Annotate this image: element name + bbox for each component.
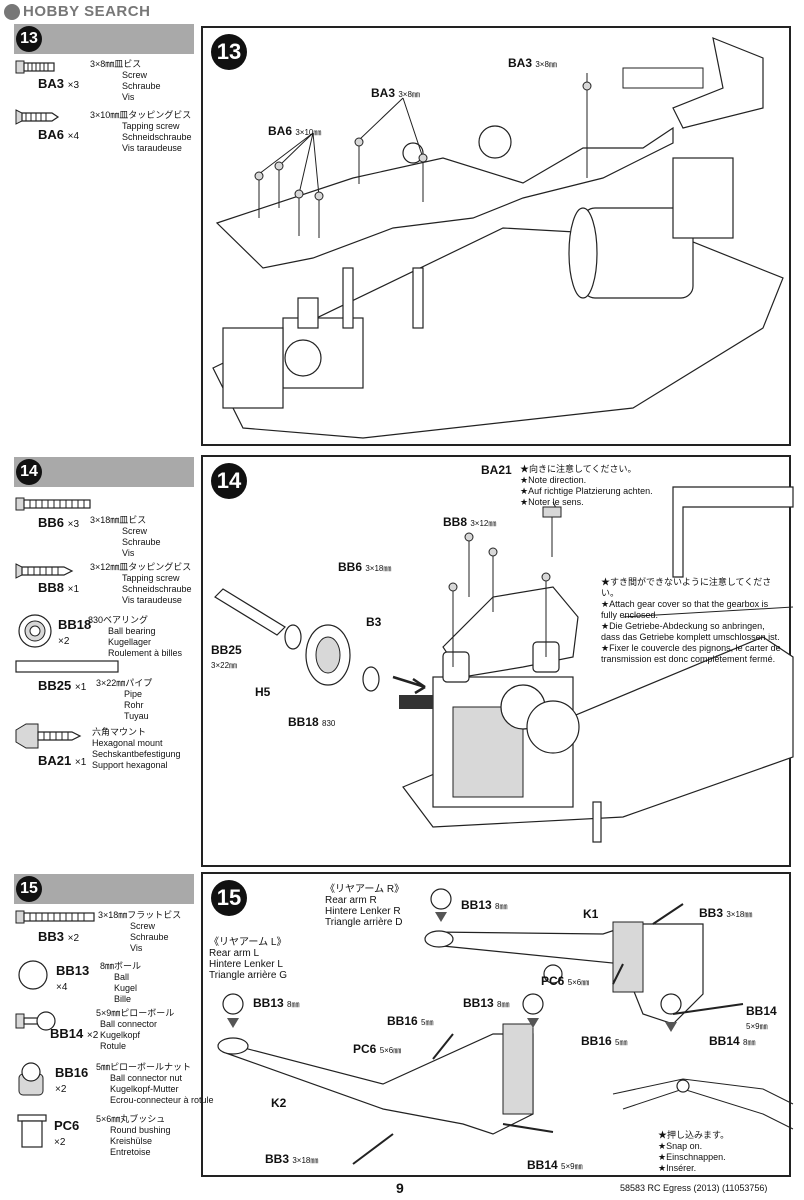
product-code: 58583 RC Egress (2013) (11053756)	[620, 1183, 768, 1193]
step14-gear-cover-note: ★すき間ができないように注意してください。 ★Attach gear cover…	[601, 577, 781, 664]
bb6-screw-icon	[15, 497, 91, 511]
bb13-ball-icon	[18, 960, 48, 990]
step14-number-badge: 14	[16, 459, 42, 485]
page-number: 9	[396, 1180, 404, 1196]
step14-gearbox-drawing	[214, 486, 794, 843]
step15-label-bb16-a: BB16 5㎜	[581, 1034, 628, 1048]
step14-label-ba21: BA21	[481, 463, 512, 477]
step15-label-k1: K1	[583, 907, 599, 921]
step13-diagram-badge: 13	[211, 34, 247, 70]
step14-header-bar	[14, 457, 194, 487]
bb16-desc: 5㎜ピローボールナット Ball connector nut Kugelkopf…	[96, 1062, 214, 1105]
step15-label-pc6-a: PC6 5×6㎜	[541, 974, 590, 988]
step15-snap-note: ★押し込みます。 ★Snap on. ★Einschnappen. ★Insér…	[658, 1130, 730, 1173]
step13-diagram-panel: 13 BA3 3×8㎜ BA3 3×	[201, 26, 791, 446]
step13-number-badge: 13	[16, 26, 42, 52]
rear-arm-l-heading: 《リヤアーム L》 Rear arm L Hintere Lenker L Tr…	[209, 937, 287, 981]
step15-rear-arms-drawing	[217, 888, 794, 1165]
ba21-desc: 六角マウント Hexagonal mount Sechskantbefestig…	[92, 727, 181, 770]
step15-label-bb13-c: BB13 8㎜	[463, 996, 510, 1010]
bb25-pipe-icon	[15, 660, 119, 673]
pc6-code: PC6×2	[54, 1118, 80, 1148]
step14-ba21-note: ★向きに注意してください。 ★Note direction. ★Auf rich…	[520, 464, 653, 507]
pc6-desc: 5×6㎜丸ブッシュ Round bushing Kreishülse Entre…	[96, 1114, 171, 1157]
bb14-ball-connector-icon	[15, 1011, 56, 1031]
bb3-code: BB3 ×2	[38, 929, 80, 944]
step13-header-bar	[14, 24, 194, 54]
step15-label-bb14-c: BB14 5×9㎜	[527, 1158, 583, 1172]
ba6-tapping-screw-icon	[15, 109, 60, 125]
bb25-desc: 3×22㎜パイプ Pipe Rohr Tuyau	[96, 678, 153, 721]
bb13-code: BB13×4	[56, 963, 90, 993]
step15-label-bb13-a: BB13 8㎜	[461, 898, 508, 912]
step13-chassis-drawing	[212, 37, 784, 439]
watermark: HOBBY SEARCH	[4, 3, 150, 20]
step15-diagram-badge: 15	[211, 880, 247, 916]
step14-label-bb8: BB8 3×12㎜	[443, 515, 497, 529]
ba6-desc: 3×10㎜皿タッピングビス Tapping screw Schneidschra…	[90, 110, 192, 153]
step15-label-k2: K2	[271, 1096, 287, 1110]
step15-label-bb14-b: BB14 8㎜	[709, 1034, 756, 1048]
watermark-text: HOBBY SEARCH	[23, 3, 151, 20]
watermark-logo-icon	[4, 3, 20, 20]
ba21-hex-mount-icon	[15, 723, 82, 749]
bb3-desc: 3×18㎜フラットビス Screw Schraube Vis	[98, 910, 182, 953]
step14-diagram-badge: 14	[211, 463, 247, 499]
bb14-desc: 5×9㎜ピローボール Ball connector Kugelkopf Rotu…	[96, 1008, 175, 1051]
bb8-code: BB8 ×1	[38, 580, 80, 595]
ba6-code: BA6 ×4	[38, 127, 80, 142]
step15-label-bb13-b: BB13 8㎜	[253, 996, 300, 1010]
bb8-desc: 3×12㎜皿タッピングビス Tapping screw Schneidschra…	[90, 562, 192, 605]
ba3-desc: 3×8㎜皿ビス Screw Schraube Vis	[90, 59, 161, 102]
step14-label-b3: B3	[366, 615, 382, 629]
bb18-desc: 830ベアリング Ball bearing Kugellager Rouleme…	[88, 615, 183, 658]
bb6-code: BB6 ×3	[38, 515, 80, 530]
rear-arm-r-heading: 《リヤアーム R》 Rear arm R Hintere Lenker R Tr…	[325, 884, 405, 928]
bb25-code: BB25 ×1	[38, 678, 87, 693]
ba21-code: BA21 ×1	[38, 753, 87, 768]
ba3-code: BA3 ×3	[38, 76, 80, 91]
bb13-desc: 8㎜ボール Ball Kugel Bille	[100, 961, 142, 1004]
bb16-code: BB16×2	[55, 1065, 89, 1095]
step15-header-bar	[14, 874, 194, 904]
step13-label-ba3-mid: BA3 3×8㎜	[371, 86, 420, 100]
step15-number-badge: 15	[16, 876, 42, 902]
pc6-bushing-icon	[17, 1114, 47, 1148]
step14-label-bb6: BB6 3×18㎜	[338, 560, 392, 574]
step15-label-bb3-b: BB3 3×18㎜	[265, 1152, 319, 1166]
step15-label-bb3-a: BB3 3×18㎜	[699, 906, 753, 920]
step13-label-ba6: BA6 3×10㎜	[268, 124, 322, 138]
step13-label-ba3-right: BA3 3×8㎜	[508, 56, 557, 70]
bb8-tapping-screw-icon	[15, 563, 74, 579]
step14-diagram-panel: 14 BA21 ★向きに注意してください。	[201, 455, 794, 867]
bb18-code: BB18×2	[58, 617, 92, 647]
bb3-screw-icon	[15, 910, 95, 924]
step15-label-bb16-b: BB16 5㎜	[387, 1014, 434, 1028]
step15-label-pc6-b: PC6 5×6㎜	[353, 1042, 402, 1056]
step14-label-h5: H5	[255, 685, 271, 699]
bb14-code: BB14 ×2	[50, 1026, 99, 1041]
bb6-desc: 3×18㎜皿ビス Screw Schraube Vis	[90, 515, 161, 558]
ba3-screw-icon	[15, 60, 55, 74]
step14-label-bb18: BB18 830	[288, 715, 336, 729]
bb18-ball-bearing-icon	[18, 614, 52, 648]
bb16-nut-icon	[18, 1062, 44, 1096]
step15-diagram-panel: 15 《リヤアーム R》 Rear arm R Hintere Lenker R…	[201, 872, 794, 1177]
